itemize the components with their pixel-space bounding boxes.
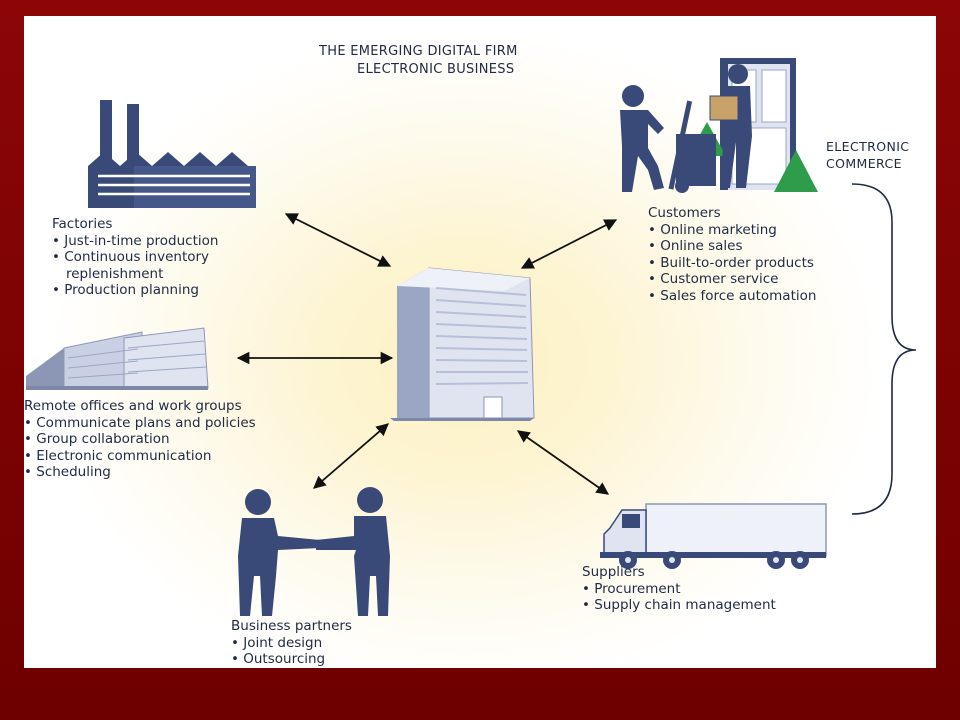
factories-item: • Production planning	[52, 282, 199, 298]
business-partners-item: • Joint design	[231, 634, 323, 651]
diagram-figure: THE EMERGING DIGITAL FIRM ELECTRONIC BUS…	[24, 16, 936, 668]
customers-item: • Sales force automation	[648, 287, 817, 304]
suppliers-item: • Procurement	[582, 580, 681, 597]
title-line-1: THE EMERGING DIGITAL FIRM	[319, 44, 518, 59]
arrow-suppliers	[516, 430, 610, 495]
diagram-title: THE EMERGING DIGITAL FIRM ELECTRONIC BUS…	[319, 43, 518, 79]
customer-delivery-icon	[620, 58, 818, 193]
customers-label: Customers • Online marketing • Online sa…	[648, 205, 816, 304]
customers-item: • Built-to-order products	[648, 254, 814, 271]
headquarters-building-icon	[390, 267, 535, 421]
remote-offices-item: • Communicate plans and policies	[24, 414, 256, 431]
customers-item: • Online sales	[648, 238, 743, 254]
electronic-commerce-brace	[851, 183, 917, 515]
diagram-canvas	[26, 58, 917, 616]
customers-heading: Customers	[648, 205, 721, 221]
electronic-commerce-label: ELECTRONIC COMMERCE	[826, 138, 909, 172]
arrow-customers	[520, 219, 618, 269]
arrow-factories	[284, 213, 392, 267]
factories-item: • Just-in-time production	[52, 232, 219, 249]
arrow-business-partners	[313, 423, 389, 489]
suppliers-heading: Suppliers	[582, 564, 645, 580]
factories-heading: Factories	[52, 216, 113, 232]
handshake-icon	[238, 487, 390, 616]
business-partners-heading: Business partners	[231, 618, 352, 634]
remote-offices-item: • Electronic communication	[24, 447, 212, 464]
customers-item: • Customer service	[648, 271, 779, 287]
suppliers-label: Suppliers • Procurement • Supply chain m…	[582, 564, 776, 614]
factories-label: Factories • Just-in-time production • Co…	[52, 216, 218, 299]
business-partners-label: Business partners • Joint design • Outso…	[231, 618, 352, 668]
connection-arrows	[236, 213, 618, 495]
factories-item: replenishment	[66, 265, 164, 282]
electronic-commerce-line-2: COMMERCE	[826, 156, 902, 171]
suppliers-item: • Supply chain management	[582, 597, 776, 613]
delivery-truck-icon	[600, 503, 827, 569]
remote-offices-item: • Scheduling	[24, 464, 111, 480]
remote-offices-label: Remote offices and work groups • Communi…	[24, 398, 256, 481]
factory-icon	[88, 100, 256, 208]
customers-item: • Online marketing	[648, 221, 777, 238]
business-partners-item: • Outsourcing	[231, 651, 326, 667]
remote-offices-item: • Group collaboration	[24, 431, 170, 447]
electronic-commerce-line-1: ELECTRONIC	[826, 139, 910, 154]
office-complex-icon	[26, 327, 209, 390]
factories-item: • Continuous inventory	[52, 249, 210, 265]
remote-offices-heading: Remote offices and work groups	[24, 398, 242, 414]
title-line-2: ELECTRONIC BUSINESS	[357, 62, 515, 77]
